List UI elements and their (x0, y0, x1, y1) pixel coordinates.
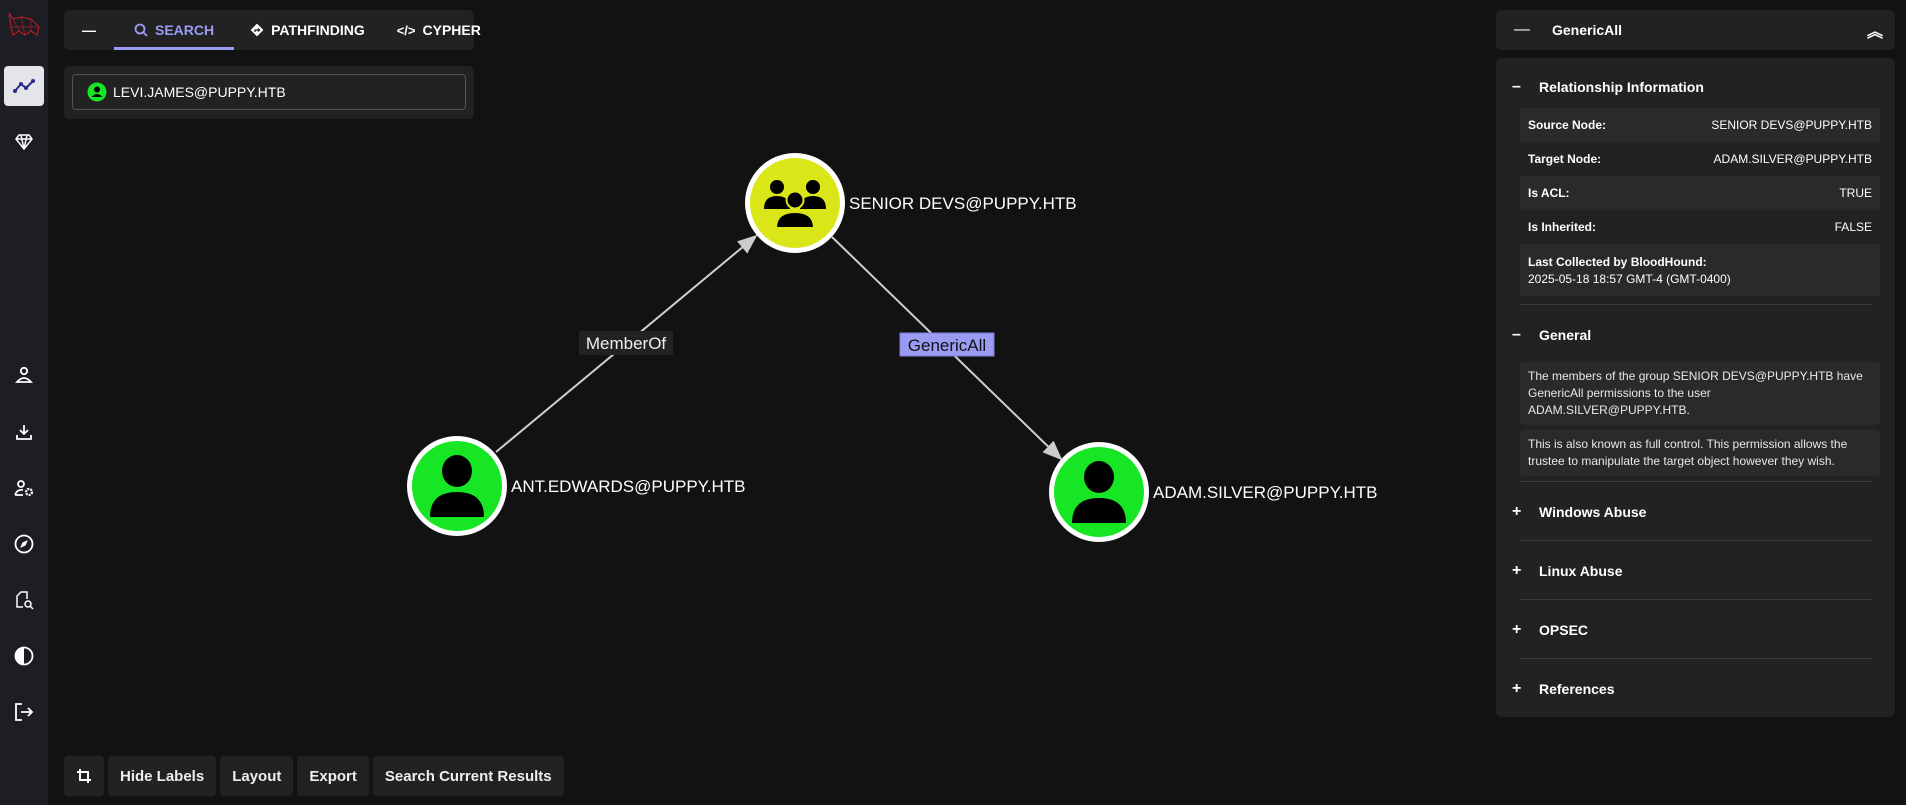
explore-graph-icon[interactable] (4, 66, 44, 106)
divider (1520, 599, 1872, 600)
bloodhound-logo-icon[interactable] (4, 4, 44, 44)
search-current-results-button[interactable]: Search Current Results (372, 756, 564, 796)
logout-icon[interactable] (4, 692, 44, 732)
section-title: References (1539, 681, 1615, 697)
search-value: LEVI.JAMES@PUPPY.HTB (113, 84, 286, 100)
node-ant-edwards[interactable]: ANT.EDWARDS@PUPPY.HTB (407, 436, 746, 536)
search-icon (134, 23, 148, 37)
divider (1520, 304, 1872, 305)
export-button[interactable]: Export (297, 756, 369, 796)
sidebar (0, 0, 48, 805)
group-icon (764, 180, 826, 229)
hide-labels-button[interactable]: Hide Labels (108, 756, 217, 796)
edge-label-genericall[interactable]: GenericAll (899, 332, 995, 357)
entity-panel-header: — GenericAll ︽ (1496, 10, 1895, 50)
tab-search[interactable]: SEARCH (114, 10, 235, 50)
node-senior-devs[interactable]: SENIOR DEVS@PUPPY.HTB (745, 153, 1077, 253)
section-general[interactable]: – General (1512, 326, 1591, 344)
compass-icon[interactable] (4, 524, 44, 564)
plus-icon: + (1512, 503, 1522, 520)
svg-text:GenericAll: GenericAll (908, 336, 986, 355)
tab-cypher[interactable]: </> CYPHER (381, 10, 497, 50)
divider (1520, 658, 1872, 659)
info-row-is-inherited: Is Inherited: FALSE (1520, 210, 1880, 244)
graph-toolbar: Hide Labels Layout Export Search Current… (64, 756, 564, 796)
collapse-button[interactable]: — (64, 10, 114, 50)
download-icon[interactable] (4, 412, 44, 452)
info-row-source: Source Node: SENIOR DEVS@PUPPY.HTB (1520, 108, 1880, 142)
edge-label-memberof[interactable]: MemberOf (579, 331, 673, 355)
layout-button[interactable]: Layout (220, 756, 294, 796)
tab-label: CYPHER (422, 22, 481, 38)
section-references[interactable]: + References (1512, 680, 1615, 698)
diamond-icon[interactable] (4, 122, 44, 162)
general-description: This is also known as full control. This… (1520, 430, 1880, 476)
section-title: Windows Abuse (1539, 504, 1647, 520)
row-label: Source Node: (1528, 118, 1607, 132)
node-adam-silver[interactable]: ADAM.SILVER@PUPPY.HTB (1049, 442, 1377, 542)
minus-icon: – (1512, 78, 1521, 95)
row-value: TRUE (1839, 186, 1872, 200)
collapse-all-icon[interactable]: ︽ (1866, 24, 1883, 41)
directions-icon (250, 23, 264, 37)
row-value: SENIOR DEVS@PUPPY.HTB (1711, 118, 1872, 132)
section-title: Linux Abuse (1539, 563, 1623, 579)
row-label: Is ACL: (1528, 186, 1570, 200)
divider (1520, 540, 1872, 541)
crop-icon (77, 769, 91, 783)
row-label: Is Inherited: (1528, 220, 1597, 234)
row-value: ADAM.SILVER@PUPPY.HTB (1713, 152, 1872, 166)
plus-icon: + (1512, 621, 1522, 638)
general-description: The members of the group SENIOR DEVS@PUP… (1520, 362, 1880, 425)
tab-label: PATHFINDING (271, 22, 365, 38)
minus-icon[interactable]: — (1514, 21, 1530, 38)
search-panel: LEVI.JAMES@PUPPY.HTB (64, 66, 474, 119)
info-row-target: Target Node: ADAM.SILVER@PUPPY.HTB (1520, 142, 1880, 176)
node-search-input[interactable]: LEVI.JAMES@PUPPY.HTB (72, 74, 466, 110)
minus-icon: – (1512, 326, 1521, 343)
user-node-icon (87, 82, 107, 102)
section-linux-abuse[interactable]: + Linux Abuse (1512, 562, 1623, 580)
user-icon (430, 455, 484, 517)
tab-label: SEARCH (155, 22, 215, 38)
section-windows-abuse[interactable]: + Windows Abuse (1512, 503, 1646, 521)
plus-icon: + (1512, 680, 1522, 697)
file-search-icon[interactable] (4, 580, 44, 620)
tab-pathfinding[interactable]: PATHFINDING (234, 10, 381, 50)
row-value: FALSE (1834, 220, 1872, 234)
section-title: General (1539, 327, 1592, 343)
divider (1520, 481, 1872, 482)
code-icon: </> (396, 22, 416, 38)
svg-text:ANT.EDWARDS@PUPPY.HTB: ANT.EDWARDS@PUPPY.HTB (511, 477, 746, 496)
user-settings-icon[interactable] (4, 468, 44, 508)
section-opsec[interactable]: + OPSEC (1512, 621, 1588, 639)
svg-text:ADAM.SILVER@PUPPY.HTB: ADAM.SILVER@PUPPY.HTB (1153, 483, 1377, 502)
info-row-is-acl: Is ACL: TRUE (1520, 176, 1880, 210)
entity-panel-body: – Relationship Information Source Node: SE… (1496, 58, 1895, 717)
section-relationship-information[interactable]: – Relationship Information (1512, 78, 1704, 96)
row-label: Target Node: (1528, 152, 1602, 166)
section-title: OPSEC (1539, 622, 1589, 638)
section-title: Relationship Information (1539, 79, 1704, 95)
user-icon (1072, 461, 1126, 523)
dark-mode-toggle-icon[interactable] (4, 636, 44, 676)
user-profile-icon[interactable] (4, 355, 44, 395)
row-value: 2025-05-18 18:57 GMT-4 (GMT-0400) (1528, 271, 1731, 286)
row-label: Last Collected by BloodHound: (1528, 254, 1707, 269)
panel-title: GenericAll (1552, 22, 1623, 38)
svg-text:MemberOf: MemberOf (586, 334, 667, 353)
minus-icon: — (82, 22, 96, 38)
plus-icon: + (1512, 562, 1522, 579)
crop-button[interactable] (64, 756, 104, 796)
info-row-last-collected: Last Collected by BloodHound: 2025-05-18 … (1520, 244, 1880, 296)
svg-text:SENIOR DEVS@PUPPY.HTB: SENIOR DEVS@PUPPY.HTB (849, 194, 1077, 213)
search-mode-tabs: — SEARCH PATHFINDING </> CYPHER (64, 10, 481, 50)
